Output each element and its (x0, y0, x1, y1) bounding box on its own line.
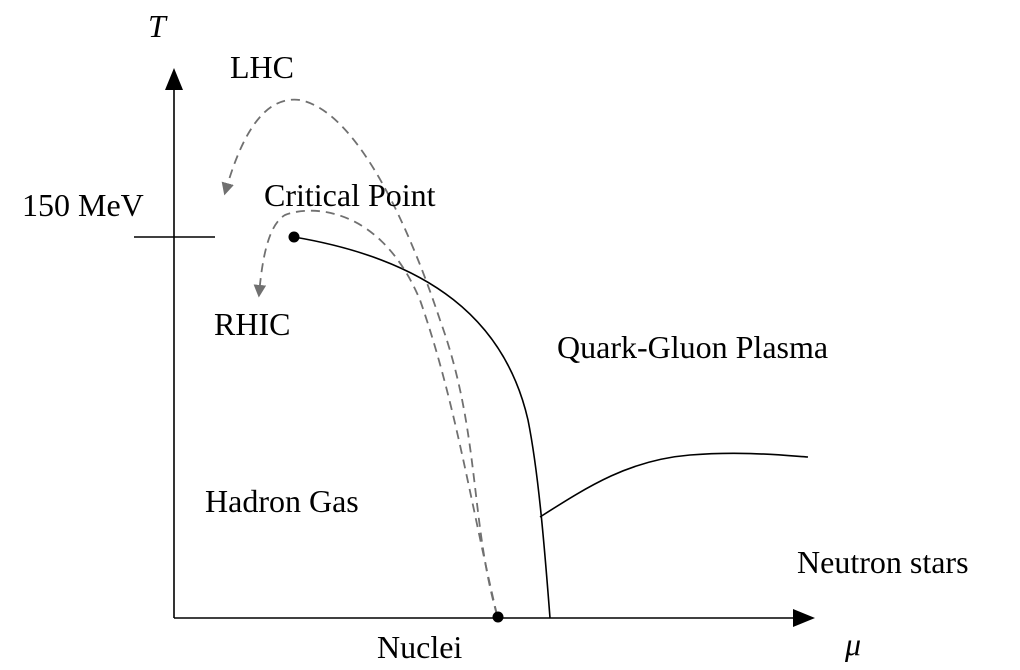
y-axis-label: T (148, 8, 168, 44)
nuclei-point-marker (492, 611, 504, 623)
temperature-tick-label: 150 MeV (22, 187, 144, 223)
temperature-axis-arrowhead (165, 68, 183, 90)
lhc-label: LHC (230, 49, 294, 85)
rhic-label: RHIC (214, 306, 290, 342)
lhc-trajectory (221, 98, 498, 616)
nuclei-label: Nuclei (377, 629, 462, 665)
critical-point-marker (288, 231, 300, 243)
critical-point-label: Critical Point (264, 177, 436, 213)
qgp-label: Quark-Gluon Plasma (557, 329, 828, 365)
neutron-stars-label: Neutron stars (797, 544, 969, 580)
rhic-trajectory (253, 209, 498, 616)
phase-boundary (293, 236, 551, 619)
chemical-potential-axis-arrowhead (793, 609, 815, 627)
x-axis-label: μ (844, 626, 861, 662)
neutron-star-boundary (539, 452, 809, 518)
hadron-gas-label: Hadron Gas (205, 483, 359, 519)
